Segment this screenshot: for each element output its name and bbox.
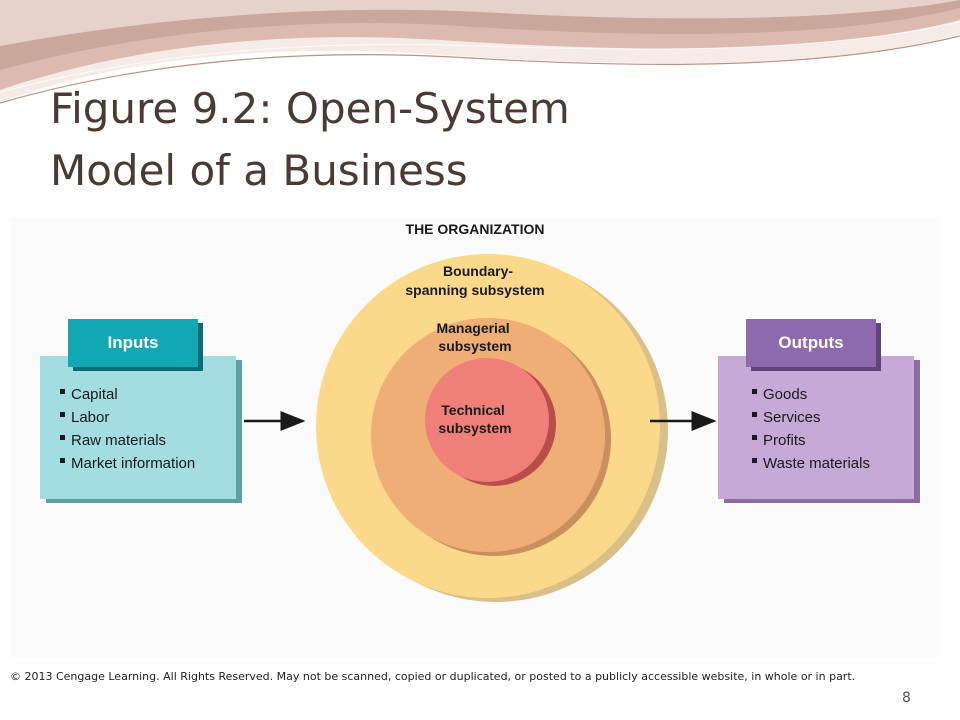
technical-label: Technical subsystem (438, 402, 511, 436)
outputs-bullet (752, 389, 757, 394)
outputs-list: Goods Services Profits Waste materials (752, 386, 870, 472)
outputs-item: Profits (763, 432, 806, 449)
managerial-label-line-1: Managerial (436, 320, 509, 336)
outputs-bullet (752, 435, 757, 440)
outputs-tab (746, 319, 876, 367)
outputs-item: Goods (763, 386, 807, 403)
outputs-bullet (752, 412, 757, 417)
organization-rings (316, 254, 668, 602)
outputs-label: Outputs (778, 333, 843, 352)
inputs-item: Raw materials (71, 432, 166, 449)
inputs-bullet (60, 389, 65, 394)
slide-title: Figure 9.2: Open-System Model of a Busin… (50, 78, 570, 202)
header-swoosh-decoration (0, 0, 960, 104)
slide-title-line-1: Figure 9.2: Open-System (50, 84, 570, 133)
technical-label-line-2: subsystem (438, 420, 511, 436)
inputs-tab (68, 319, 198, 367)
inputs-bullet (60, 435, 65, 440)
inputs-bullet (60, 458, 65, 463)
outputs-box (718, 356, 914, 499)
technical-core (425, 358, 549, 482)
outputs-bullet (752, 458, 757, 463)
inputs-list: Capital Labor Raw materials Market infor… (60, 386, 195, 472)
page-number: 8 (902, 690, 911, 706)
inputs-group: Inputs Capital Labor Raw materials Marke… (40, 319, 242, 503)
boundary-label-line-2: spanning subsystem (405, 282, 544, 298)
slide-title-line-2: Model of a Business (50, 146, 468, 195)
inputs-label: Inputs (108, 333, 159, 352)
boundary-label: Boundary- spanning subsystem (405, 263, 544, 298)
organization-label: THE ORGANIZATION (406, 221, 545, 237)
inputs-bullet (60, 412, 65, 417)
open-system-diagram: THE ORGANIZATION Boundary- spanning subs… (40, 221, 920, 602)
boundary-label-line-1: Boundary- (443, 263, 513, 279)
inputs-box (40, 356, 236, 499)
inputs-item: Capital (71, 386, 118, 403)
outputs-group: Outputs Goods Services Profits Waste mat… (718, 319, 920, 503)
outputs-item: Waste materials (763, 455, 870, 472)
outputs-item: Services (763, 409, 821, 426)
inputs-item: Market information (71, 455, 195, 472)
managerial-label-line-2: subsystem (438, 338, 511, 354)
figure-panel: THE ORGANIZATION Boundary- spanning subs… (10, 217, 940, 657)
managerial-label: Managerial subsystem (436, 320, 513, 354)
technical-label-line-1: Technical (441, 402, 505, 418)
copyright-notice: © 2013 Cengage Learning. All Rights Rese… (10, 670, 856, 683)
inputs-item: Labor (71, 409, 109, 426)
